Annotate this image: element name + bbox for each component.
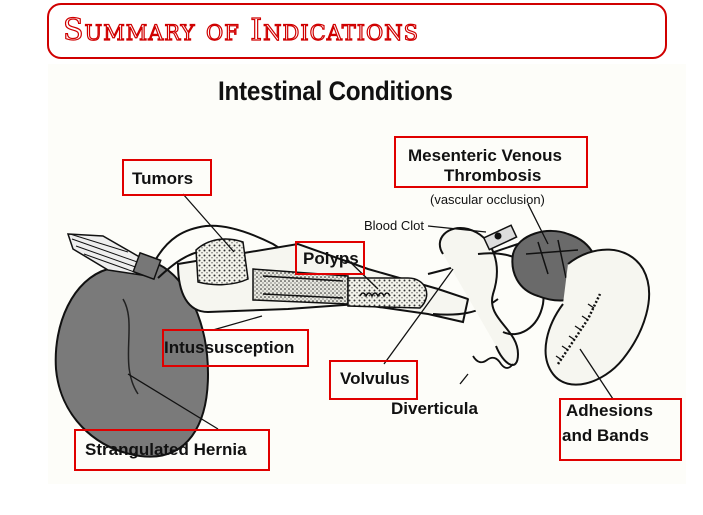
tumor-mass [195,238,249,286]
label-diverticula: Diverticula [391,399,478,418]
tumors-leader [182,193,235,253]
banner-title: Summary of Indications [62,13,420,48]
hernia-highlight-box [74,429,270,471]
label-polyps: Polyps [303,249,359,268]
label-adhesions-line2: and Bands [562,426,649,445]
adhesion-loop [544,248,651,386]
figure-title: Intestinal Conditions [218,76,453,106]
adhesions-leader [579,348,614,400]
thrombosis-leader [527,203,549,245]
label-volvulus: Volvulus [340,369,410,388]
label-mesenteric-line2: Thrombosis [444,166,542,185]
volvulus-highlight-box [329,360,418,400]
intestinal-diagram: Intestinal Conditions Tumors Mesenteric … [48,64,686,484]
blood-clot-leader [427,225,487,233]
bowel-loop-upper [155,224,299,261]
mesenteric-highlight-box [394,136,588,188]
label-blood-clot: Blood Clot [364,218,424,233]
intussusception-highlight-box [162,329,309,367]
diverticula-leader [459,373,469,385]
label-vascular-occlusion: (vascular occlusion) [430,192,545,207]
diverticula [472,355,514,369]
intestine-illustration [54,193,651,458]
hernia-leader [127,373,219,430]
adhesion-bands [556,293,602,365]
label-intussusception: Intussusception [164,338,295,357]
label-adhesions-line1: Adhesions [566,401,653,420]
tumors-highlight-box [122,159,212,196]
polyps-highlight-box [295,241,365,275]
header-banner: Summary of Indications [47,3,667,59]
intussusception-leader [212,315,263,331]
label-strangulated-hernia: Strangulated Hernia [85,440,247,459]
label-mesenteric-line1: Mesenteric Venous [408,146,563,165]
adhesions-highlight-box [559,398,682,461]
volvulus-leader [383,268,454,365]
label-tumors: Tumors [132,169,194,188]
